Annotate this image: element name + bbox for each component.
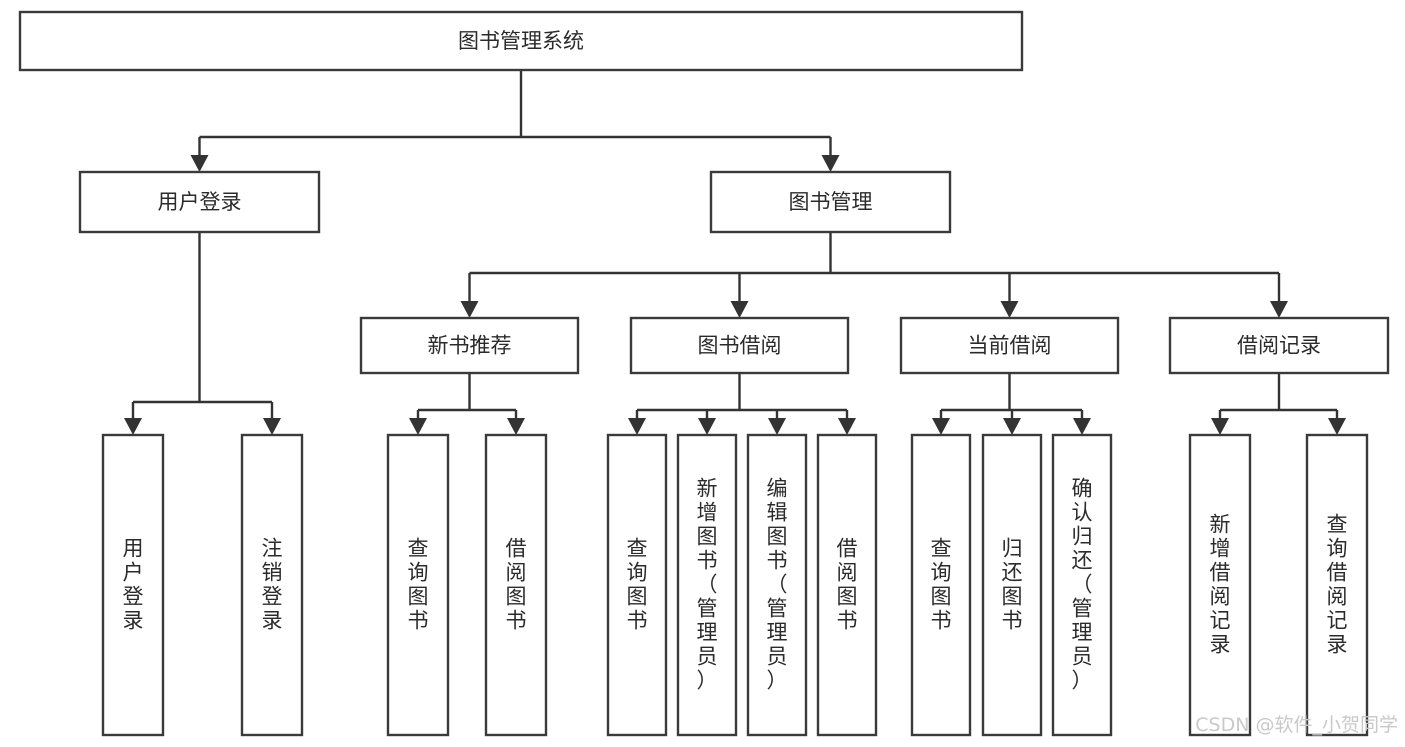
node-layer: 图书管理系统用户登录图书管理新书推荐图书借阅当前借阅借阅记录用户登录注销登录查询… [18, 10, 1390, 737]
node-leaf-user-login[interactable]: 用户登录 [101, 433, 165, 737]
node-box-leaf-confirm-return [1051, 433, 1113, 737]
node-leaf-query-book-2[interactable]: 查询图书 [606, 433, 668, 737]
arrow-head-icon [821, 155, 840, 172]
node-leaf-logout[interactable]: 注销登录 [240, 433, 304, 737]
node-leaf-confirm-return[interactable]: 确认归还（管理员） [1051, 433, 1113, 737]
node-box-borrow-record [1168, 316, 1390, 375]
node-box-leaf-edit-book [746, 433, 808, 737]
node-borrow-record[interactable]: 借阅记录 [1168, 316, 1390, 375]
arrow-head-icon [1003, 418, 1021, 435]
connector-group-book-management [460, 232, 1288, 318]
node-box-current-borrow [899, 316, 1120, 375]
node-leaf-edit-book[interactable]: 编辑图书（管理员） [746, 433, 808, 737]
arrow-head-icon [409, 418, 427, 435]
connector-layer [124, 70, 1346, 435]
node-box-user-login [78, 170, 321, 234]
node-label-book-management: 图书管理 [789, 190, 873, 214]
node-label-user-login: 用户登录 [158, 190, 242, 214]
node-label-leaf-borrow-book-2: 借阅图书 [837, 537, 858, 633]
arrow-head-icon [1270, 301, 1288, 318]
node-book-management[interactable]: 图书管理 [709, 170, 952, 234]
arrow-head-icon [1000, 301, 1019, 318]
arrow-head-icon [263, 418, 281, 435]
node-label-new-book-recommend: 新书推荐 [428, 334, 512, 358]
node-leaf-borrow-book-1[interactable]: 借阅图书 [484, 433, 548, 737]
arrow-head-icon [768, 418, 786, 435]
node-box-leaf-borrow-book-1 [484, 433, 548, 737]
node-label-leaf-add-book: 新增图书（管理员） [697, 477, 718, 693]
node-box-leaf-logout [240, 433, 304, 737]
node-box-leaf-query-book-1 [386, 433, 450, 737]
node-label-leaf-query-book-2: 查询图书 [627, 537, 648, 633]
node-box-leaf-query-book-3 [910, 433, 972, 737]
arrow-head-icon [507, 418, 525, 435]
node-leaf-add-record[interactable]: 新增借阅记录 [1188, 433, 1252, 737]
node-box-leaf-borrow-book-2 [816, 433, 878, 737]
connector-group-current-borrow [932, 373, 1091, 435]
connector-group-user-login [124, 232, 281, 435]
connector-group-borrow-record [1211, 373, 1346, 435]
node-leaf-query-book-3[interactable]: 查询图书 [910, 433, 972, 737]
node-book-borrow[interactable]: 图书借阅 [629, 316, 850, 375]
node-label-leaf-return-book: 归还图书 [1002, 537, 1023, 633]
node-box-book-borrow [629, 316, 850, 375]
node-box-leaf-return-book [981, 433, 1043, 737]
connector-group-root [190, 70, 840, 172]
node-current-borrow[interactable]: 当前借阅 [899, 316, 1120, 375]
node-label-root: 图书管理系统 [458, 29, 584, 53]
arrow-head-icon [1073, 418, 1091, 435]
node-root[interactable]: 图书管理系统 [18, 10, 1024, 72]
arrow-head-icon [698, 418, 716, 435]
arrow-head-icon [124, 418, 142, 435]
node-box-leaf-add-book [676, 433, 738, 737]
node-box-leaf-user-login [101, 433, 165, 737]
node-leaf-add-book[interactable]: 新增图书（管理员） [676, 433, 738, 737]
node-leaf-query-record[interactable]: 查询借阅记录 [1305, 433, 1369, 737]
node-label-borrow-record: 借阅记录 [1237, 334, 1321, 358]
node-leaf-query-book-1[interactable]: 查询图书 [386, 433, 450, 737]
node-user-login[interactable]: 用户登录 [78, 170, 321, 234]
node-label-leaf-user-login: 用户登录 [123, 537, 144, 633]
node-box-leaf-query-book-2 [606, 433, 668, 737]
node-label-leaf-edit-book: 编辑图书（管理员） [767, 477, 788, 693]
arrow-head-icon [628, 418, 646, 435]
node-box-leaf-query-record [1305, 433, 1369, 737]
arrow-head-icon [932, 418, 950, 435]
node-box-new-book-recommend [359, 316, 580, 375]
node-label-leaf-logout: 注销登录 [262, 537, 283, 633]
arrow-head-icon [1211, 418, 1229, 435]
node-label-leaf-query-record: 查询借阅记录 [1327, 513, 1348, 657]
connector-group-book-borrow [628, 373, 856, 435]
node-new-book-recommend[interactable]: 新书推荐 [359, 316, 580, 375]
connector-group-new-book-recommend [409, 373, 525, 435]
node-label-leaf-add-record: 新增借阅记录 [1210, 513, 1231, 657]
arrow-head-icon [460, 301, 479, 318]
node-label-leaf-borrow-book-1: 借阅图书 [506, 537, 527, 633]
csdn-watermark: CSDN @软件_小贺同学 [1195, 714, 1398, 736]
node-label-book-borrow: 图书借阅 [698, 334, 782, 358]
node-leaf-return-book[interactable]: 归还图书 [981, 433, 1043, 737]
arrow-head-icon [730, 301, 749, 318]
arrow-head-icon [1328, 418, 1346, 435]
node-box-book-management [709, 170, 952, 234]
node-label-leaf-query-book-3: 查询图书 [931, 537, 952, 633]
arrow-head-icon [838, 418, 856, 435]
node-leaf-borrow-book-2[interactable]: 借阅图书 [816, 433, 878, 737]
node-box-leaf-add-record [1188, 433, 1252, 737]
node-label-current-borrow: 当前借阅 [968, 334, 1052, 358]
arrow-head-icon [190, 155, 209, 172]
node-label-leaf-confirm-return: 确认归还（管理员） [1072, 477, 1093, 693]
node-label-leaf-query-book-1: 查询图书 [408, 537, 429, 633]
node-box-root [18, 10, 1024, 72]
